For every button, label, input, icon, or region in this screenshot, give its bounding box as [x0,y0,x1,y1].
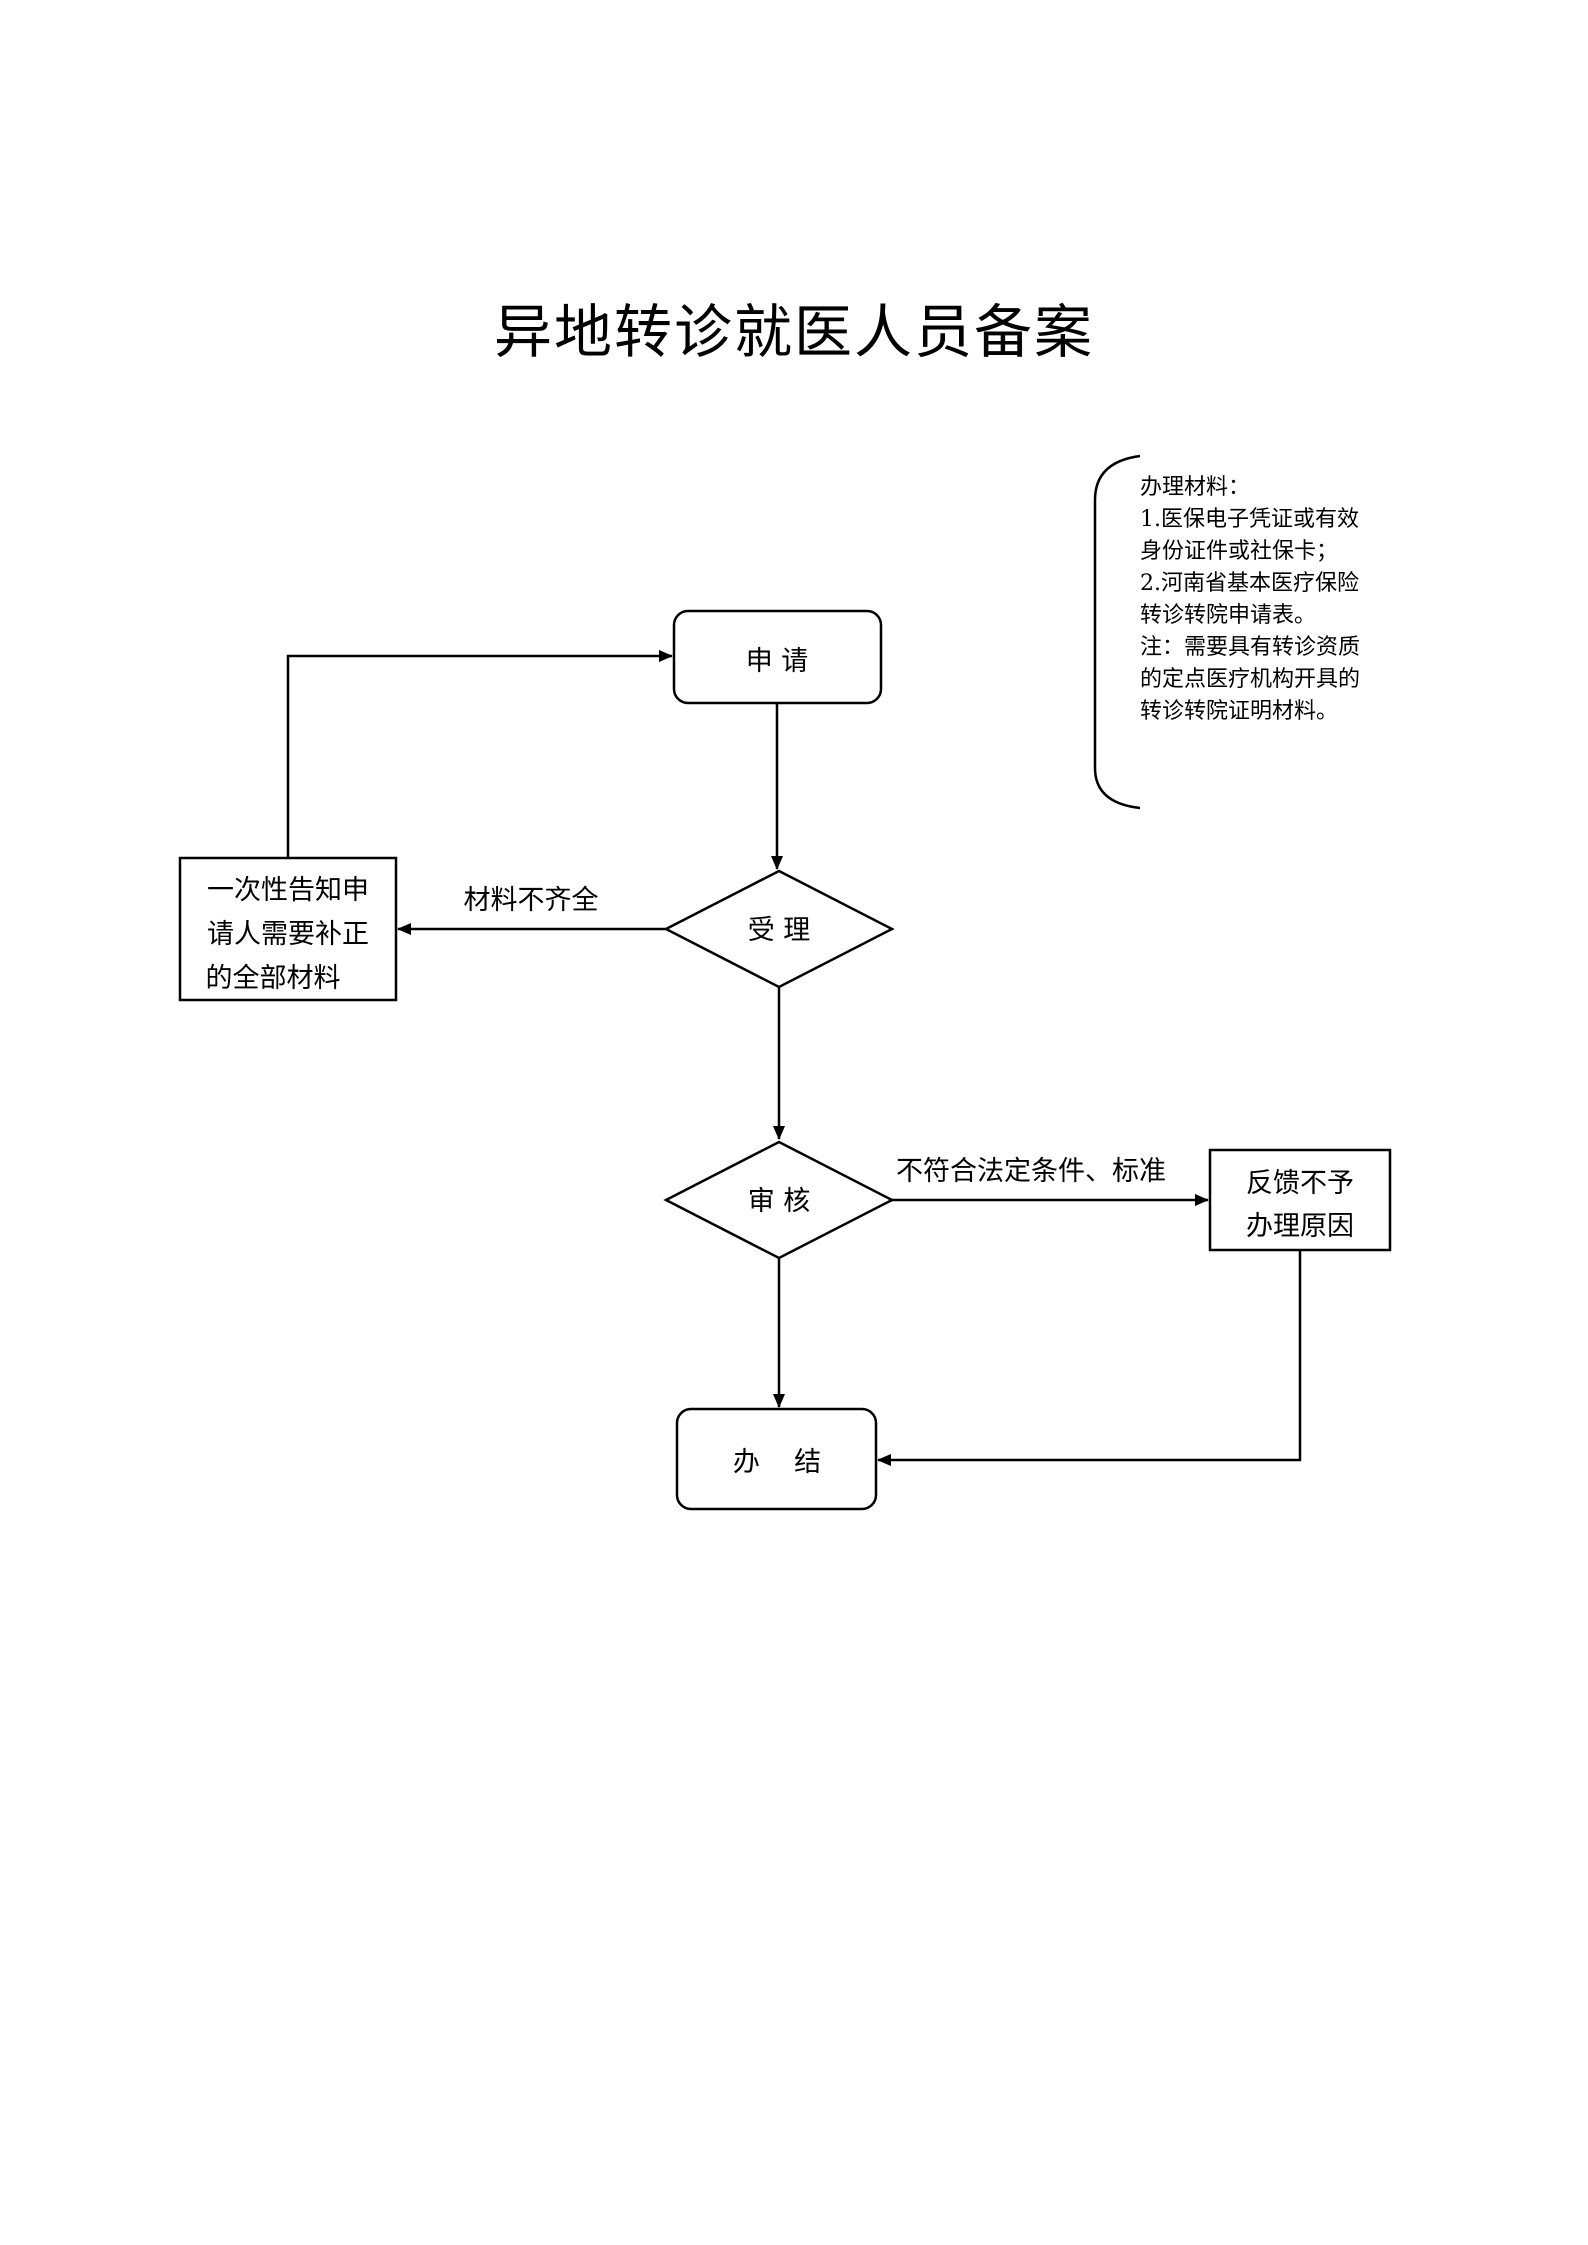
node-finish-label: 办 结 [733,1447,821,1478]
materials-line: 身份证件或社保卡； [1140,539,1339,564]
materials-line: 注：需要具有转诊资质 [1140,635,1361,660]
materials-line: 转诊转院申请表。 [1140,603,1317,628]
node-apply-label: 申 请 [746,646,809,677]
materials-line: 的定点医疗机构开具的 [1140,667,1361,692]
node-feedback [1208,1148,1392,1252]
node-notify-line-2: 请人需要补正 [207,919,369,950]
node-accept-label: 受 理 [748,915,811,946]
edge-notify-to-apply [286,650,673,858]
materials-line: 办理材料： [1140,475,1251,500]
node-feedback-line-1: 反馈不予 [1246,1168,1354,1199]
node-finish [675,1407,878,1511]
edge-feedback-to-finish [877,1250,1302,1466]
page-title: 异地转诊就医人员备案 [493,298,1094,366]
node-review-label: 审 核 [748,1186,811,1217]
materials-line: 转诊转院证明材料。 [1140,699,1339,724]
materials-bracket [1093,454,1141,810]
materials-line: 2.河南省基本医疗保险 [1140,571,1359,596]
materials-line: 1.医保电子凭证或有效 [1140,507,1359,532]
node-notify [178,856,398,1002]
node-feedback-line-2: 办理原因 [1246,1211,1354,1242]
edge-incomplete-label: 材料不齐全 [464,885,599,916]
materials-note: 办理材料： 1.医保电子凭证或有效 身份证件或社保卡； 2.河南省基本医疗保险 … [1140,472,1400,728]
node-notify-line-3: 的全部材料 [206,963,341,994]
edge-nonconform-label: 不符合法定条件、标准 [896,1156,1166,1187]
node-notify-line-1: 一次性告知申 [207,875,369,906]
